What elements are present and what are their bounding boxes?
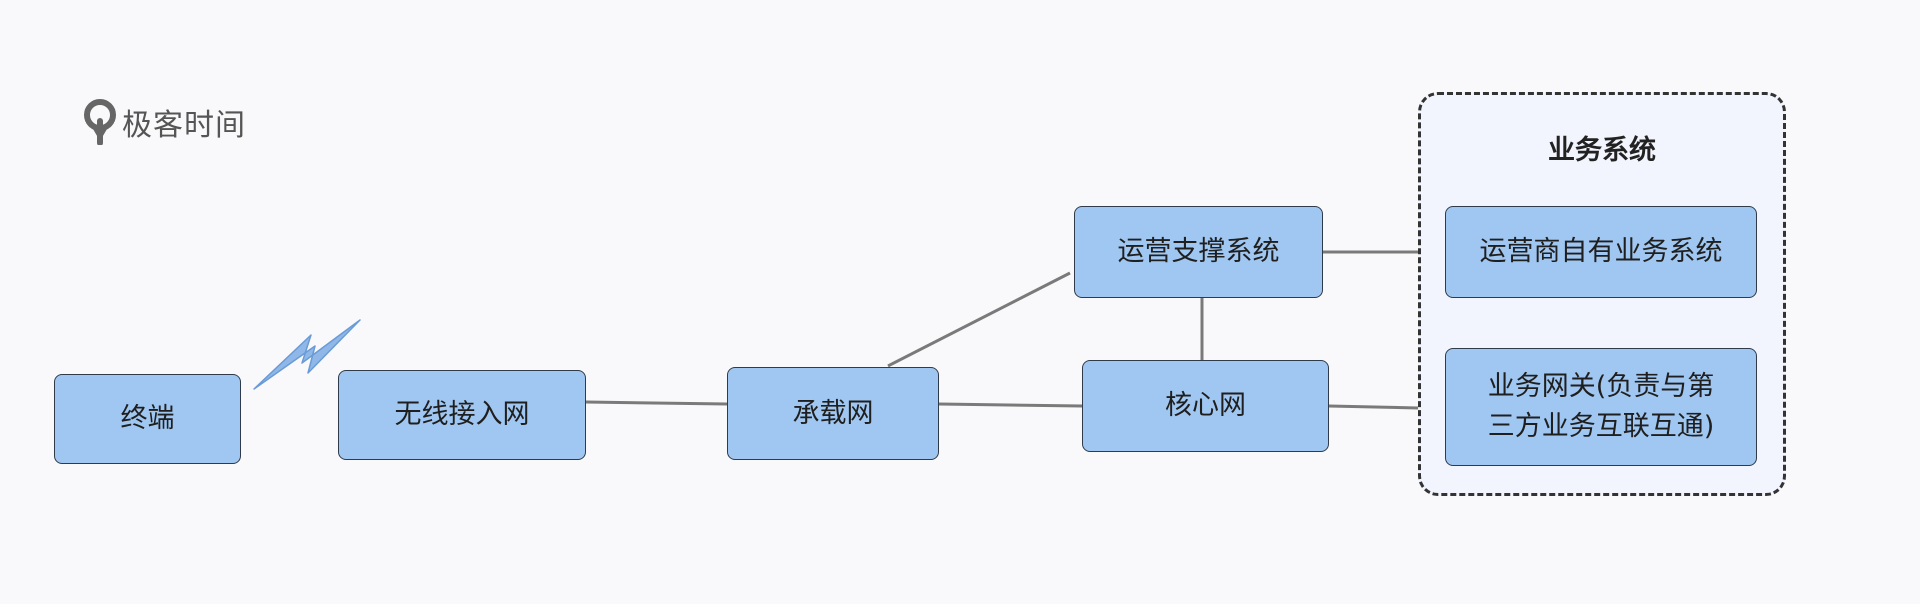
node-bearer[interactable]: 承载网 (727, 367, 939, 460)
node-business-gateway-line1: 业务网关(负责与第 (1487, 371, 1715, 402)
node-bearer-label: 承载网 (792, 397, 874, 429)
node-operator-service[interactable]: 运营商自有业务系统 (1445, 206, 1757, 298)
node-terminal-label: 终端 (120, 403, 175, 434)
node-business-gateway[interactable]: 业务网关(负责与第 三方业务互联互通) (1445, 348, 1757, 466)
node-ops-support[interactable]: 运营支撑系统 (1074, 206, 1323, 298)
edge-bearer-ops (887, 271, 1071, 368)
edge-wireless-bearer (585, 400, 728, 406)
geektime-logo-icon (84, 99, 116, 145)
node-core-label: 核心网 (1165, 390, 1246, 421)
geektime-logo: 极客时间 (84, 98, 246, 146)
node-wireless-access[interactable]: 无线接入网 (338, 370, 586, 460)
node-operator-service-label: 运营商自有业务系统 (1479, 236, 1723, 267)
logo-text: 极客时间 (122, 108, 246, 143)
node-core[interactable]: 核心网 (1082, 360, 1329, 452)
node-business-gateway-line2: 三方业务互联互通) (1487, 411, 1715, 442)
business-system-title: 业务系统 (1548, 135, 1656, 166)
edge-core-group (1328, 404, 1419, 410)
node-wireless-access-label: 无线接入网 (394, 399, 530, 430)
lightning-icon (253, 319, 361, 390)
node-ops-support-label: 运营支撑系统 (1117, 236, 1280, 267)
edge-bearer-core (938, 402, 1083, 408)
node-terminal[interactable]: 终端 (54, 374, 241, 464)
